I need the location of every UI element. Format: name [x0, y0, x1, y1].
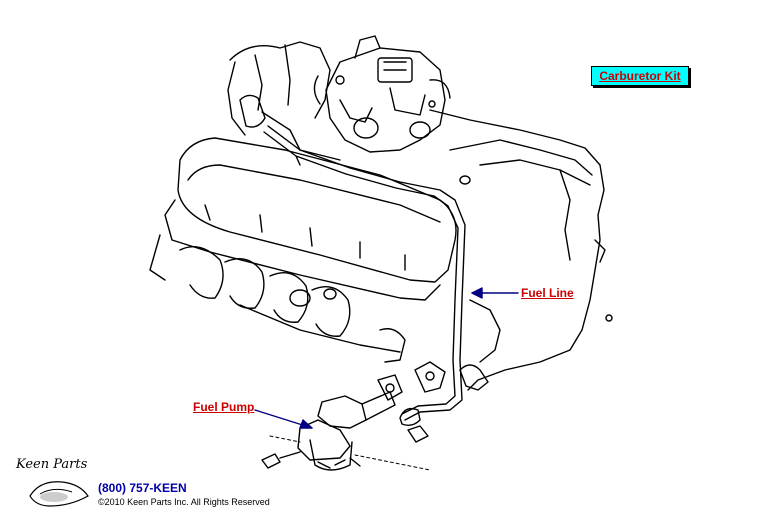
callout-arrows: [254, 287, 519, 429]
fuel-line: [263, 125, 466, 421]
fuel-pump-link[interactable]: Fuel Pump: [193, 400, 255, 414]
phone-number: (800) 757-KEEN: [98, 481, 187, 495]
fuel-pump: [261, 391, 396, 471]
copyright-text: ©2010 Keen Parts Inc. All Rights Reserve…: [98, 497, 270, 507]
carburetor-kit-link[interactable]: Carburetor Kit: [591, 66, 689, 86]
reference-lines: [269, 435, 431, 471]
exhaust-manifold: [149, 234, 406, 363]
carburetor: [313, 35, 451, 153]
engine-block: [429, 109, 613, 391]
valve-cover: [164, 137, 457, 301]
keen-parts-logo: Keen Parts: [15, 457, 89, 507]
svg-text:Keen Parts: Keen Parts: [15, 457, 88, 472]
fuel-line-link[interactable]: Fuel Line: [521, 286, 574, 300]
distributor: [227, 41, 331, 151]
pump-mounting-plate: [377, 361, 446, 443]
